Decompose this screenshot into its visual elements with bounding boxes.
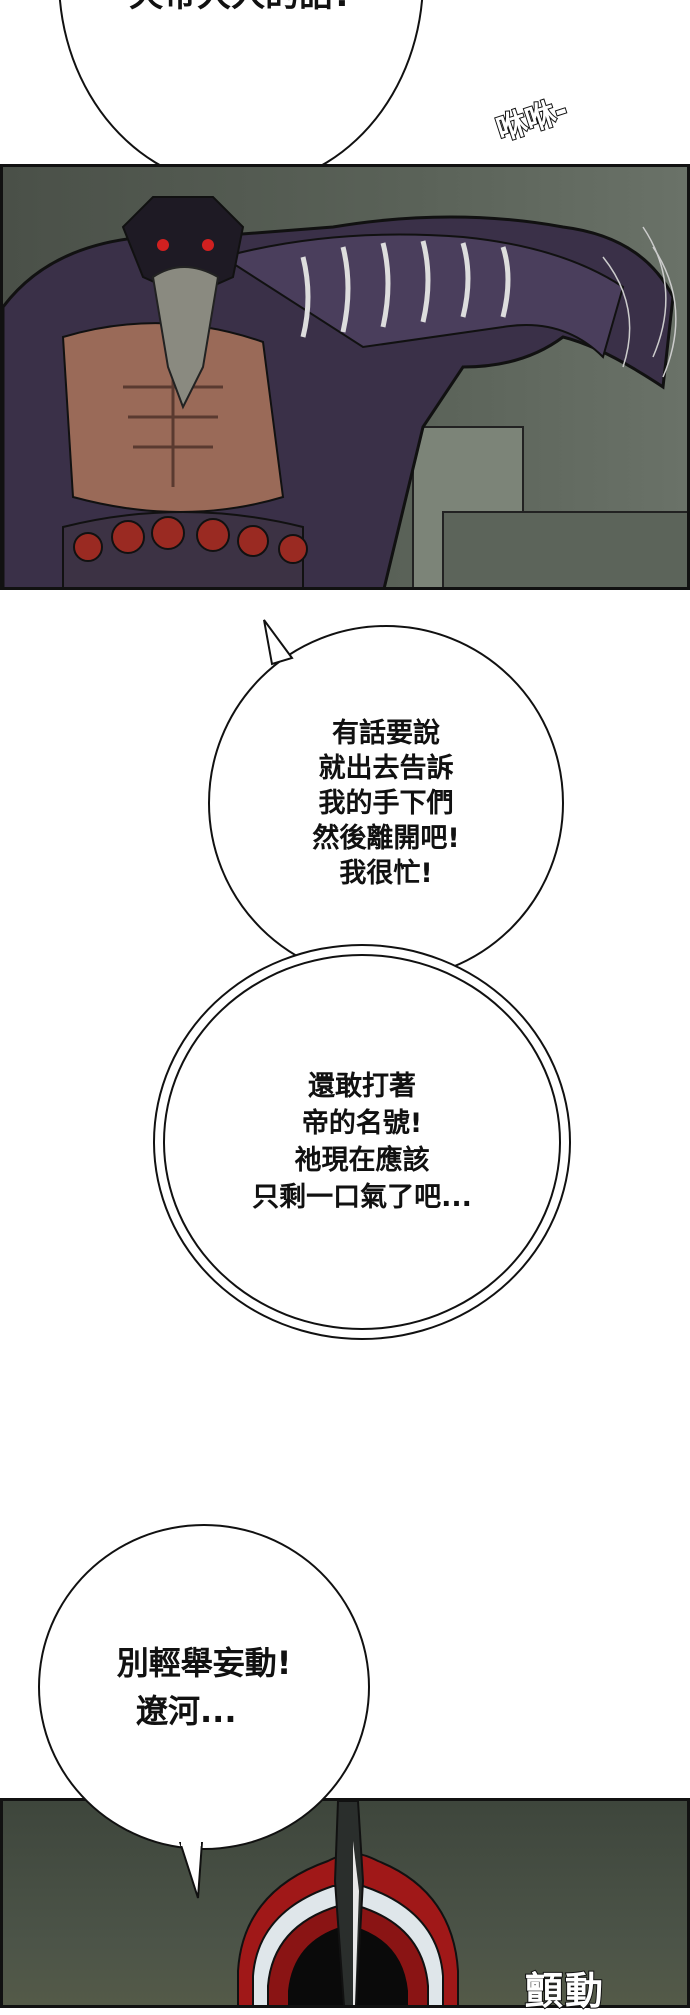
- bubble-text: 然後離開吧!: [312, 822, 460, 854]
- bubble-tail: [178, 1842, 204, 1899]
- helmet-illustration: [237, 1801, 459, 2005]
- bubble-text: 天帝大人的話?: [129, 0, 353, 16]
- bubble-text: 遼河...: [136, 1692, 237, 1730]
- inner-outline: [163, 954, 561, 1330]
- sound-effect-tremble: 顫動: [524, 1968, 606, 2014]
- comic-panel-helmet: [0, 1798, 690, 2008]
- demon-illustration: [3, 196, 687, 587]
- sound-effect-whoosh: 咻咻-: [491, 91, 573, 149]
- bubble-text: 別輕舉妄動!: [116, 1644, 292, 1682]
- bubble-text: 我很忙!: [339, 857, 433, 889]
- bubble-tail: [263, 619, 294, 666]
- speech-bubble-top: 天帝大人的話?: [58, 0, 424, 188]
- bubble-text: 我的手下們: [318, 787, 454, 819]
- bubble-text: 有話要說: [332, 717, 440, 749]
- speech-bubble-second: 有話要說 就出去告訴 我的手下們 然後離開吧! 我很忙!: [208, 625, 564, 981]
- comic-panel-demon: [0, 164, 690, 590]
- speech-bubble-fourth: 別輕舉妄動! 遼河...: [38, 1524, 370, 1850]
- thought-bubble-third: 還敢打著 帝的名號! 祂現在應該 只剩一口氣了吧...: [153, 944, 571, 1340]
- bubble-text: 就出去告訴: [318, 752, 454, 784]
